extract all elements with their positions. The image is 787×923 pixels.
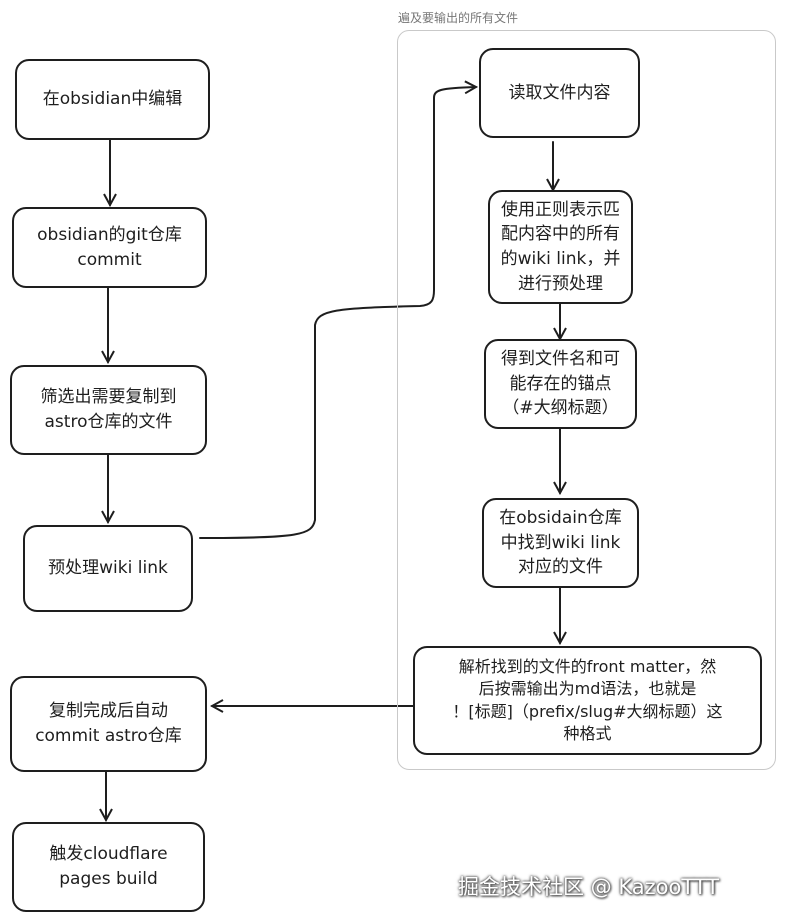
arrow-preprocess-to-read [199,87,476,539]
node-read-content: 读取文件内容 [479,48,640,138]
watermark: 掘金技术社区 @ KazooTTT [458,875,720,899]
node-trigger-build: 触发cloudflare pages build [12,822,205,912]
group-label: 遍及要输出的所有文件 [398,11,519,25]
node-filter-files: 筛选出需要复制到 astro仓库的文件 [10,365,207,455]
node-find-file: 在obsidain仓库 中找到wiki link 对应的文件 [482,498,639,588]
node-copy-commit: 复制完成后自动 commit astro仓库 [10,676,207,772]
node-edit-obsidian: 在obsidian中编辑 [15,59,210,140]
node-get-filename: 得到文件名和可 能存在的锚点 （#大纲标题） [484,339,637,429]
node-obsidian-commit: obsidian的git仓库 commit [12,207,207,288]
node-preprocess-link: 预处理wiki link [23,525,193,612]
group-frame [397,30,776,770]
node-regex-match: 使用正则表示匹 配内容中的所有 的wiki link，并 进行预处理 [488,190,633,304]
node-parse-frontmatter: 解析找到的文件的front matter，然 后按需输出为md语法，也就是 ！[… [413,646,762,755]
